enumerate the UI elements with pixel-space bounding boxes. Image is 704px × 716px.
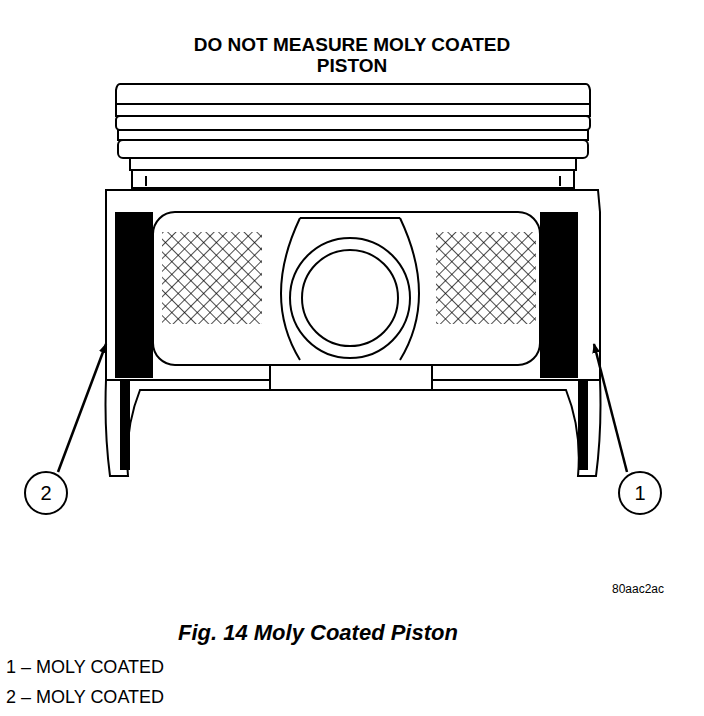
callout-number: 1 [634,483,645,503]
callout-circle: 2 [24,471,68,515]
figure-code: 80aac2ac [612,582,664,596]
figure-caption: Fig. 14 Moly Coated Piston [178,620,458,646]
callout-legend: 2 – MOLY COATED [6,687,164,708]
diagram-title: DO NOT MEASURE MOLY COATED PISTON [162,34,542,76]
callout-number: 2 [40,483,51,503]
callout-circle: 1 [618,471,662,515]
callout-legend: 1 – MOLY COATED [6,657,164,678]
